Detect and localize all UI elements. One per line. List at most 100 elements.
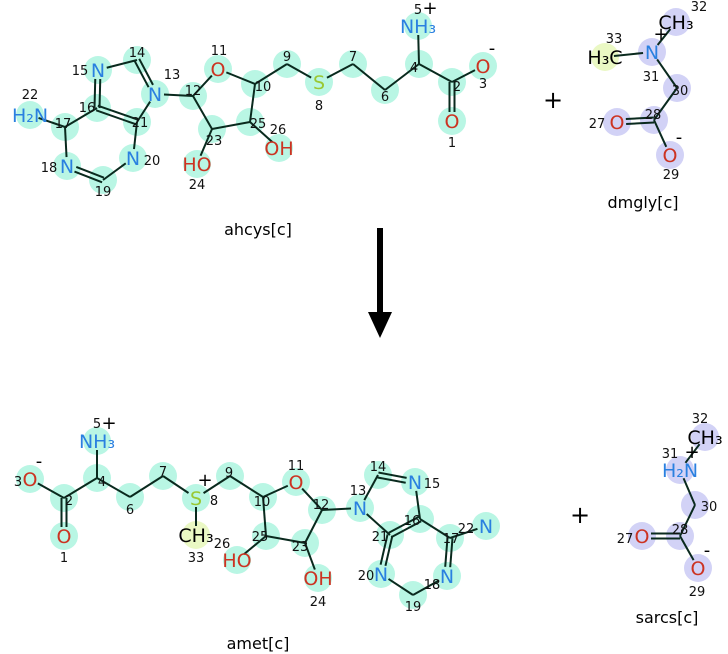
bond: [352, 63, 386, 91]
atom-number: 17: [443, 532, 460, 547]
atom-number: 10: [254, 495, 271, 510]
atom-number: 29: [689, 585, 706, 600]
bond: [225, 71, 256, 85]
bond: [684, 443, 701, 464]
bond: [265, 535, 306, 544]
bond: [229, 475, 264, 498]
atom-number: 5: [93, 417, 101, 432]
bond: [653, 119, 668, 148]
molecule-name-ahcys: ahcys[c]: [224, 220, 292, 239]
bond: [163, 93, 194, 97]
bond: [249, 83, 256, 123]
bond: [199, 128, 213, 157]
bond: [133, 60, 150, 88]
atom-highlight: [656, 141, 684, 169]
atom-label-c: CH₃: [178, 525, 213, 547]
atom-number: 13: [350, 484, 367, 499]
molecule-name-amet: amet[c]: [226, 634, 290, 653]
atom-highlight: [404, 12, 432, 40]
atom-number: 31: [643, 70, 660, 85]
atom-highlight: [401, 468, 429, 496]
bonds: [37, 450, 478, 596]
atom-highlight: [472, 512, 500, 540]
bond: [653, 87, 678, 121]
atom-number: 23: [206, 134, 223, 149]
atom-number: 16: [404, 514, 421, 529]
atom-number: 22: [458, 522, 475, 537]
bond: [388, 515, 420, 534]
atom-number: 21: [132, 116, 149, 131]
atom-number: 29: [663, 168, 680, 183]
atom-number: 7: [159, 465, 167, 480]
bond: [444, 537, 449, 567]
atom-number: 31: [662, 447, 679, 462]
atom-number: 33: [188, 551, 205, 566]
atom-label-n: N: [645, 42, 659, 64]
atom-highlight: [83, 427, 111, 455]
atom-number: 2: [65, 494, 73, 509]
atom-number: 25: [252, 530, 269, 545]
bond: [304, 542, 316, 570]
bond: [326, 63, 354, 79]
atom-number: 26: [270, 123, 287, 138]
charge-sign: +: [653, 24, 668, 45]
atom-highlight: [50, 522, 78, 550]
atom-label-n: N: [353, 498, 367, 520]
molecule-name-dmgly: dmgly[c]: [607, 193, 679, 212]
atom-number: 5: [414, 3, 422, 18]
bond: [366, 513, 391, 536]
bond: [377, 476, 406, 484]
atom-label-o: O: [211, 59, 226, 81]
atom-highlight: [691, 423, 719, 451]
atom-label-c: CH₃: [658, 12, 693, 34]
atom-label-o: O: [663, 145, 678, 167]
atom-number: 16: [79, 101, 96, 116]
atom-label-n: N: [60, 156, 74, 178]
atom-number: 13: [164, 68, 181, 83]
bond: [63, 477, 98, 499]
bonds: [651, 443, 701, 561]
bond: [75, 166, 105, 179]
atom-number: 30: [701, 500, 718, 515]
atom-number: 24: [189, 178, 206, 193]
bond: [129, 475, 164, 498]
bond: [74, 170, 103, 184]
atom-label-o: O: [476, 56, 491, 78]
bond: [625, 116, 654, 121]
atom-label-o: OH: [303, 568, 332, 590]
atom-number: 4: [98, 475, 106, 490]
bond: [136, 101, 151, 123]
atom-highlight: [591, 43, 619, 71]
atom-label-n: NH₃: [79, 431, 115, 453]
atom-number: 18: [424, 578, 441, 593]
atom-highlight: [182, 484, 210, 512]
bond: [656, 28, 672, 46]
charge-sign: +: [422, 0, 437, 19]
charge-sign: +: [197, 470, 212, 491]
atom-number: 23: [292, 540, 309, 555]
bond: [379, 534, 389, 565]
atom-highlight: [16, 465, 44, 493]
atom-label-o: O: [289, 472, 304, 494]
bond: [98, 79, 102, 109]
atom-number: 27: [617, 532, 634, 547]
bond: [192, 74, 213, 97]
atom-number: 10: [255, 80, 272, 95]
bond: [38, 116, 66, 128]
bond: [249, 121, 273, 143]
bond: [96, 477, 131, 498]
plus-sign: +: [542, 86, 564, 114]
atom-number: 28: [645, 108, 662, 123]
bond: [449, 527, 478, 539]
bond: [211, 121, 251, 130]
atom-number: 19: [95, 185, 112, 200]
atom-label-o: O: [635, 526, 650, 548]
bond: [451, 69, 476, 83]
atom-number: 33: [606, 32, 623, 47]
bonds: [613, 28, 678, 148]
atom-number: 8: [210, 494, 218, 509]
